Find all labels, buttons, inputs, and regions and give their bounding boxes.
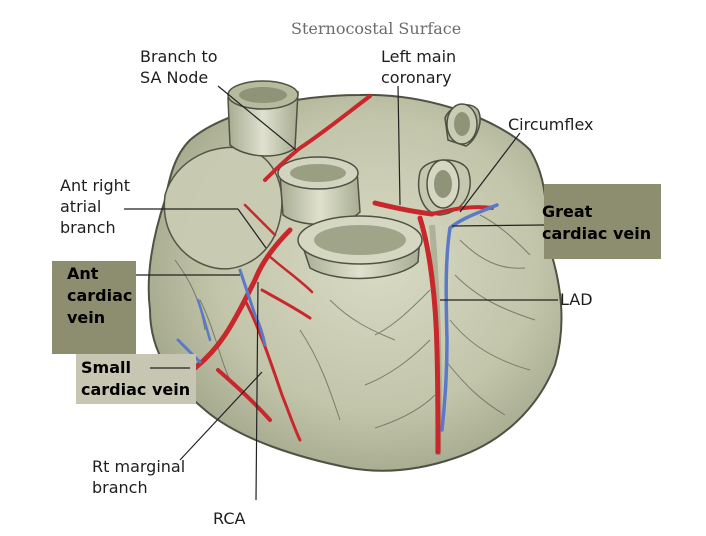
label-great-cardiac-vein: Great cardiac vein <box>542 202 652 243</box>
label-lad: LAD <box>560 290 593 309</box>
left-main-coronary <box>372 200 435 217</box>
label-rca: RCA <box>213 509 246 528</box>
leader-great-cardiac-vein <box>451 224 545 227</box>
rca-artery <box>192 227 293 371</box>
rca-distal <box>243 298 302 442</box>
leader-left-main <box>397 85 401 206</box>
small-cardiac-vein <box>176 338 202 364</box>
label-branch-to-sa-node: Branch to SA Node <box>140 47 218 87</box>
small-cardiac-vein-box <box>76 354 196 404</box>
leader-sa-node <box>217 85 297 151</box>
label-ant-cardiac-vein: Ant cardiac vein <box>67 264 133 327</box>
leader-circumflex <box>459 132 521 213</box>
label-small-cardiac-vein: Small cardiac vein <box>81 358 191 399</box>
leader-rt-marginal <box>179 371 263 461</box>
sa-node-branch <box>263 94 372 182</box>
veins <box>176 203 499 432</box>
leader-lines <box>124 85 558 501</box>
ant-cardiac-vein <box>238 268 267 347</box>
arteries <box>192 94 494 455</box>
minor-vessels <box>174 214 536 429</box>
label-ant-right-atrial-branch: Ant right atrial branch <box>60 176 131 237</box>
diagram-title: Sternocostal Surface <box>291 19 462 38</box>
ant-right-atrial-artery <box>243 203 277 237</box>
lad-artery <box>417 215 441 455</box>
label-circumflex: Circumflex <box>508 115 594 134</box>
great-cardiac-vein <box>440 203 499 432</box>
label-left-main-coronary: Left main coronary <box>381 47 457 87</box>
leader-rca <box>255 281 259 501</box>
label-rt-marginal-branch: Rt marginal branch <box>92 457 186 497</box>
great-cardiac-vein-box <box>544 184 661 259</box>
rt-marginal-branch <box>216 368 272 422</box>
ant-cardiac-vein-box <box>52 261 136 354</box>
